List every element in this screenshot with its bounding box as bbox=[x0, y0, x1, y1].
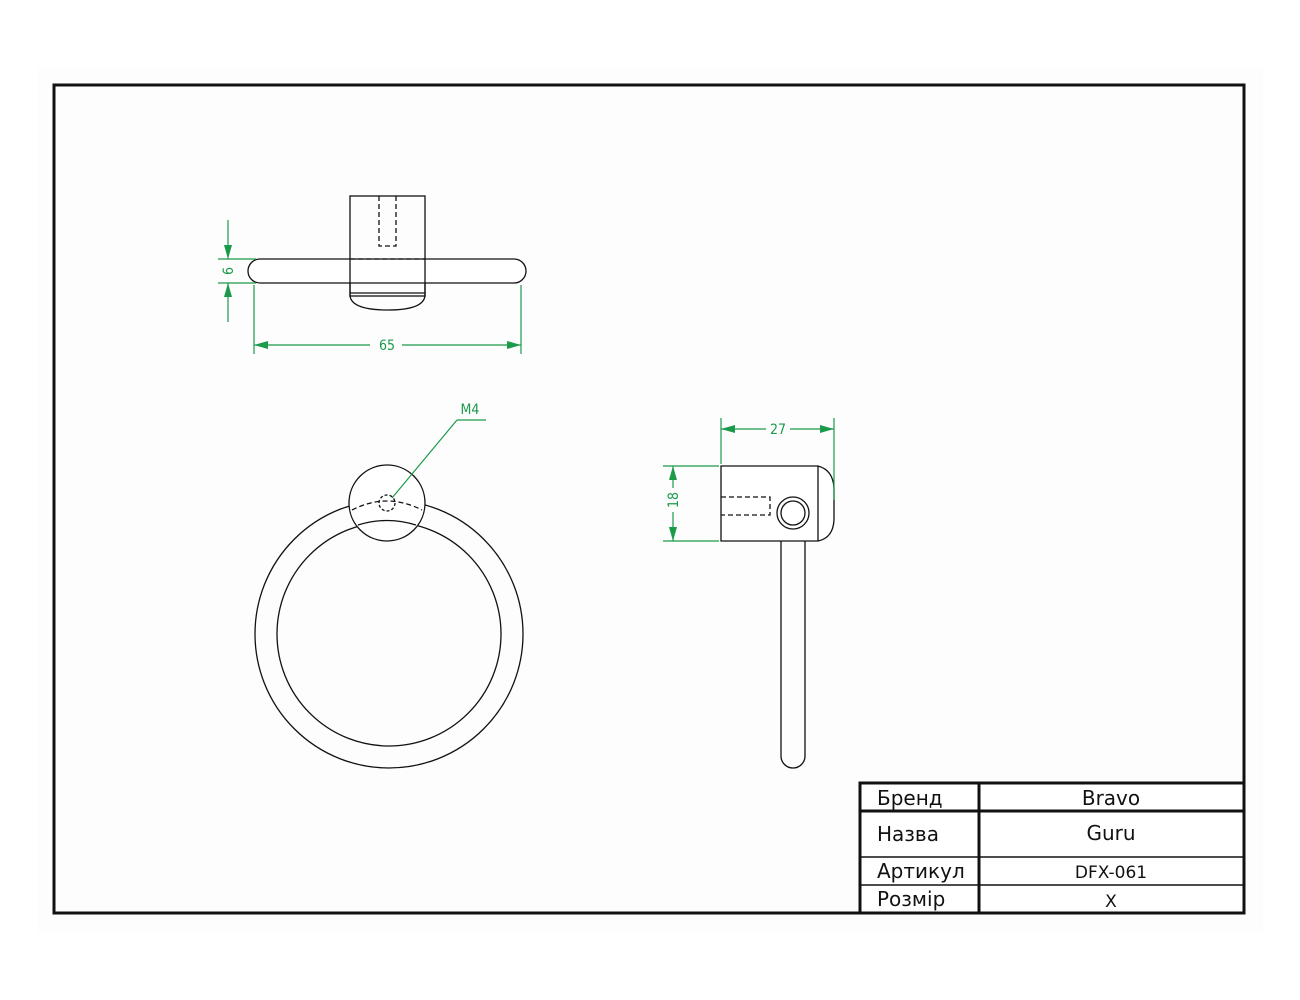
drawing-frame bbox=[52, 83, 1246, 915]
top-view-hidden-hole bbox=[378, 196, 397, 247]
title-block-value-size: X bbox=[1105, 892, 1117, 912]
front-view-screw-hole bbox=[378, 494, 396, 512]
dimension-side-height: 18 bbox=[666, 492, 682, 508]
side-view-mount bbox=[720, 465, 835, 542]
side-view-hidden-hole bbox=[721, 496, 771, 516]
title-block-label-name: Назва bbox=[877, 822, 939, 846]
top-view-cap bbox=[349, 283, 426, 311]
side-view-bar bbox=[780, 514, 806, 769]
front-view-ring-inner bbox=[276, 521, 502, 747]
front-view-mount bbox=[348, 464, 426, 542]
top-view bbox=[247, 195, 527, 311]
side-view bbox=[720, 465, 835, 769]
dimension-thread: M4 bbox=[461, 402, 480, 418]
title-block: Бренд Bravo Назва Guru Артикул DFX-061 Р… bbox=[858, 781, 1246, 915]
title-block-value-name: Guru bbox=[1086, 821, 1135, 845]
title-block-label-article: Артикул bbox=[877, 859, 965, 883]
top-view-dimensions bbox=[218, 220, 522, 354]
dimension-top-thickness: 6 bbox=[221, 267, 237, 275]
title-block-value-article: DFX-061 bbox=[1075, 863, 1147, 883]
dimension-top-length: 65 bbox=[379, 338, 395, 354]
dimension-side-depth: 27 bbox=[770, 422, 786, 438]
top-view-mount bbox=[349, 195, 426, 297]
front-view-leader bbox=[391, 419, 486, 499]
title-block-label-brand: Бренд bbox=[877, 786, 943, 810]
title-block-label-size: Розмір bbox=[877, 887, 945, 911]
title-block-value-brand: Bravo bbox=[1082, 786, 1140, 810]
top-view-bar bbox=[247, 258, 527, 284]
front-view bbox=[254, 464, 524, 769]
side-view-dimensions bbox=[663, 418, 835, 542]
